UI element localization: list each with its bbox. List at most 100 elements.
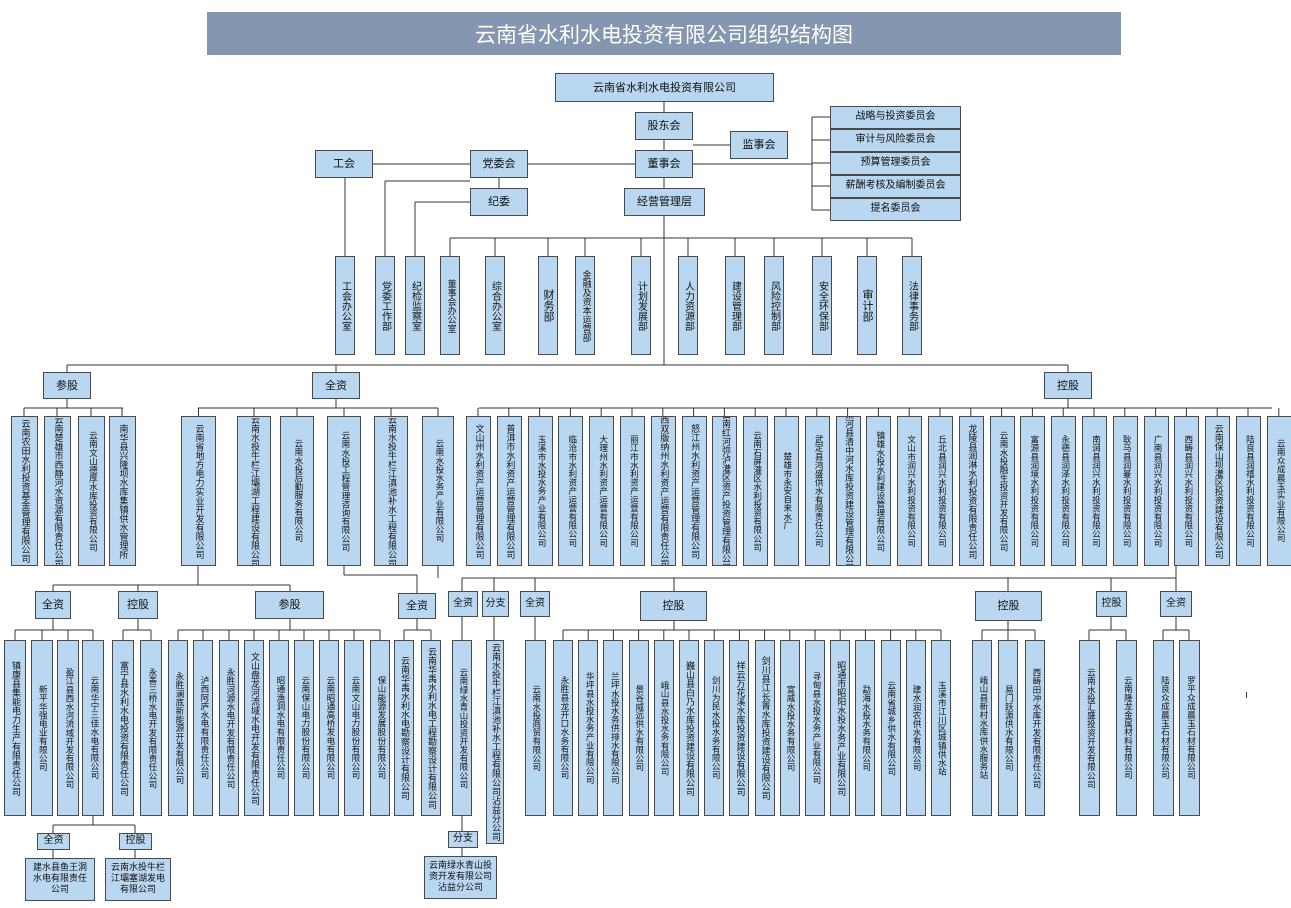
department-box-label: 审计部 <box>860 289 874 322</box>
party-committee-box-label: 党委会 <box>482 157 516 171</box>
quanzi-company-box-label: 云南水投牛栏江壩湖工程建设有限公司 <box>249 416 260 566</box>
engineering-quanzi-box-label: 全资 <box>406 599 428 613</box>
konggu-company-box: 南涧县润兴水利投资有限公司 <box>1082 416 1107 566</box>
department-box-label: 综合办公室 <box>489 280 501 331</box>
konggu-company-box: 西畴县润兴水利投资有限公司 <box>1174 416 1200 566</box>
department-box-label: 财务部 <box>541 289 555 322</box>
department-box-label: 党委工作部 <box>379 280 391 331</box>
konggu-company-box: 云南石屏灌区水利投资有限公司 <box>743 416 769 566</box>
konggu-company-box-label: 陆良县润禧水利投资有限公司 <box>1244 435 1255 547</box>
water-konggu-company-box: 祥云万花溪水库投资建设有限公司 <box>729 640 750 816</box>
water-konggu-company-box-label: 宣威水投水务有限公司 <box>785 685 796 771</box>
electric-quanzi-company-box: 云南华宁三佳水电有限公司 <box>82 640 104 816</box>
group-konggu-box-label: 控股 <box>1057 378 1079 392</box>
electric-quanzi-company-box-label: 盈江县西水河流域开发有限公司 <box>63 667 74 789</box>
department-box: 财务部 <box>538 256 558 355</box>
water-konggu-company-box-label: 剑川县江长箐水库投资建设有限公司 <box>759 656 770 800</box>
supervisors-box: 监事会 <box>730 131 788 159</box>
water-konggu-company-box: 宣威水投水务有限公司 <box>779 640 800 816</box>
electric-quanzi-company-box: 新平华强电业有限公司 <box>31 640 53 816</box>
konggu-company-box-label: 武定县鸿盛供水有限责任公司 <box>813 435 824 547</box>
konggu-company-box: 普洱市水利资产运营管理有限公司 <box>496 416 522 566</box>
department-box-label: 董事会办公室 <box>445 278 456 333</box>
water-konggu-company-box: 华坪县水投水务产业有限公司 <box>578 640 599 816</box>
committee-box-label: 审计与风险委员会 <box>855 134 936 146</box>
water-konggu-company-box: 剑川县江长箐水库投资建设有限公司 <box>754 640 775 816</box>
lvshui-branch-label-box: 分支 <box>448 831 478 848</box>
committee-box-label: 战略与投资委员会 <box>855 111 936 123</box>
rongsheng-company-box-label: 西畴田冲水库开发有限责任公司 <box>1030 667 1041 789</box>
konggu-company-box-label: 玉溪市水投水务产业有限公司 <box>536 435 547 547</box>
konggu-company-box: 武定县鸿盛供水有限责任公司 <box>804 416 830 566</box>
electric-quanzi-box-label: 全资 <box>42 598 64 612</box>
konggu-company-box-label: 龙陵县润淋水利投资有限责任公司 <box>966 423 977 559</box>
electric-canggu-company-box-label: 永胜河源水电开发有限责任公司 <box>224 667 235 789</box>
electric-quanzi-company-box: 盈江县西水河流域开发有限公司 <box>57 640 79 816</box>
konggu-company-box: 楚雄市永安自来水厂 <box>774 416 799 566</box>
konggu-company-box-label: 怒江州水利资产运营管理有限公司 <box>689 423 700 559</box>
water-konggu-box: 控股 <box>640 591 707 621</box>
department-box-label: 工会办公室 <box>339 280 351 331</box>
department-box: 纪检监察室 <box>405 256 425 355</box>
supervisors-box-label: 监事会 <box>742 138 776 152</box>
konggu-company-box: 广南县润兴水利投资有限公司 <box>1143 416 1169 566</box>
konggu-company-box: 丽江市水利资产运营有限公司 <box>620 416 645 566</box>
konggu-company-box: 云南保山坝灌区投资建设有限公司 <box>1205 416 1231 566</box>
electric-canggu-company-box-label: 云南保山电力股份有限公司 <box>299 676 310 780</box>
rongsheng-company-box-label: 易门跃源供水有限公司 <box>1003 685 1014 771</box>
water-branch-box-label: 分支 <box>485 597 506 609</box>
electric-canggu-company-box: 泸西阿庐水电有限责任公司 <box>193 640 213 816</box>
engineering-company-box: 云南华禹水利水电勘察设计有限公司 <box>394 640 414 816</box>
department-box: 金融及资本运营部 <box>575 256 595 355</box>
shangmao-company-box: 云南水投商贸有限公司 <box>525 640 546 816</box>
water-quanzi2-box: 全资 <box>520 591 550 617</box>
konggu-company-box-label: 西畴县润兴水利投资有限公司 <box>1182 435 1193 547</box>
sub-konggu-box: 控股 <box>119 833 152 850</box>
union-box-label: 工会 <box>333 157 355 171</box>
department-box-label: 金融及资本运营部 <box>580 269 591 342</box>
chart-title: 云南省水利水电投资有限公司组织结构图 <box>207 12 1121 55</box>
electric-canggu-company-box-label: 云南文山电力股份有限公司 <box>349 676 360 780</box>
zhongcheng-konggu-company-box-label: 云南水投汇盛投资开发有限公司 <box>1085 667 1096 789</box>
committee-box-label: 预算管理委员会 <box>860 157 931 169</box>
department-box: 建设管理部 <box>725 256 745 355</box>
konggu-company-box-label: 广南县润兴水利投资有限公司 <box>1152 435 1163 547</box>
committee-box: 提名委员会 <box>830 198 961 221</box>
water-quanzi-box: 全资 <box>448 591 478 617</box>
water-konggu-company-box-label: 巍山县白乃水库投资建设有限公司 <box>684 660 695 796</box>
konggu-company-box: 西双版纳州水利资产运营有限责任公司 <box>650 416 676 566</box>
department-box-label: 风险控制部 <box>768 280 780 331</box>
engineering-quanzi-box: 全资 <box>398 593 436 619</box>
department-box-label: 法律事务部 <box>906 280 918 331</box>
electric-konggu-company-box-label: 富宁县水利水电投资有限责任公司 <box>118 660 129 796</box>
electric-konggu-company-box: 富宁县水利水电投资有限责任公司 <box>112 640 134 816</box>
zhongcheng-quanzi-company-box-label: 陆良众成晨玉石材有限公司 <box>1159 676 1170 780</box>
konggu-company-box-label: 丘北县润兴水利投资有限公司 <box>936 435 947 547</box>
water-konggu-company-box-label: 祥云万花溪水库投资建设有限公司 <box>734 660 745 796</box>
konggu-company-box-label: 镇雄水投水利建设管理有限公司 <box>874 430 885 552</box>
water-konggu-company-box: 勐海水投水务有限公司 <box>855 640 876 816</box>
sub-konggu-company-box-label: 云南水投牛栏江壩塞湖发电有限公司 <box>110 862 165 896</box>
konggu-company-box-label: 楚雄市永安自来水厂 <box>781 452 792 530</box>
water-quanzi-box-label: 全资 <box>453 597 473 609</box>
department-box-label: 建设管理部 <box>729 280 741 331</box>
water-branch-box: 分支 <box>482 591 509 617</box>
zhongcheng-konggu-company-box: 云南水投汇盛投资开发有限公司 <box>1079 640 1100 816</box>
zhongcheng-quanzi-company-box: 陆良众成晨玉石材有限公司 <box>1153 640 1174 816</box>
canggu-company-box: 云南楚雄市西静河水资源有限责任公司 <box>44 416 71 566</box>
electric-konggu-company-box-label: 永善三桥水电开发有限责任公司 <box>146 667 157 789</box>
konggu-company-box-label: 富源县润境水利投资有限公司 <box>1028 435 1039 547</box>
sub-konggu-box-label: 控股 <box>125 835 146 847</box>
konggu-company-box-label: 文山州水利资产运营管理有限公司 <box>473 423 484 559</box>
zhongcheng-quanzi-box-label: 全资 <box>1166 597 1186 609</box>
board-box-label: 董事会 <box>647 157 681 171</box>
konggu-company-box-label: 文山市润兴水利投资有限公司 <box>905 435 916 547</box>
discipline-committee-box: 纪委 <box>470 188 528 216</box>
electric-canggu-company-box: 云南保山电力股份有限公司 <box>294 640 314 816</box>
department-box: 党委工作部 <box>375 256 395 355</box>
electric-canggu-box: 参股 <box>255 591 324 619</box>
department-box-label: 计划发展部 <box>635 280 647 331</box>
quanzi-company-box-label: 云南水投牛栏江滇池补水工程有限公司 <box>386 416 397 566</box>
konggu-company-box: 云南众成晨玉实业有限公司 <box>1266 416 1291 566</box>
